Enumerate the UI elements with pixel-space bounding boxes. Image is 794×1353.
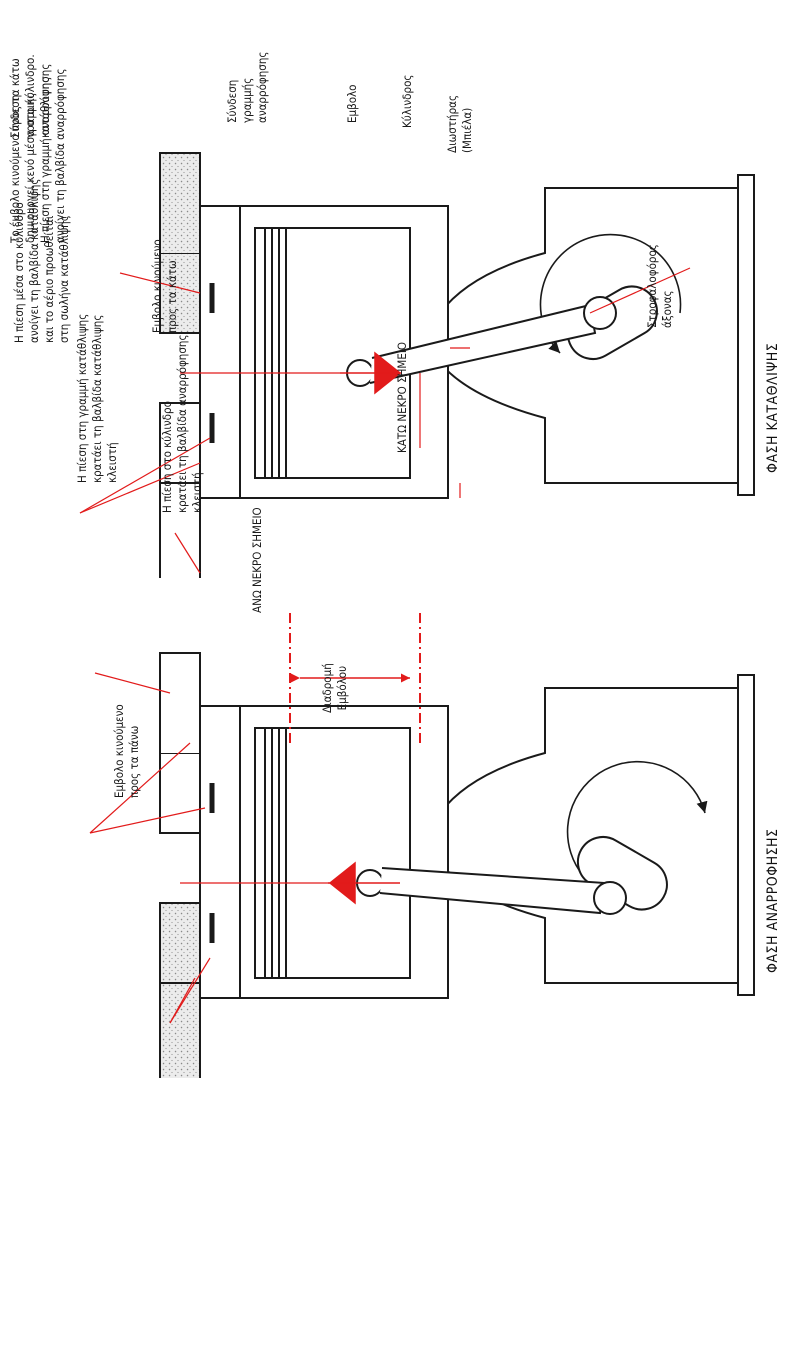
discharge-piston-motion-label: Εμβολο κινούμενο προς τα κάτω <box>150 239 180 333</box>
intake-pressure-holds-suction-note: Η πίεση στο κύλινδρο κρατάει τη βαλβίδα … <box>160 334 205 513</box>
intake-phase-title: ΦΑΣΗ ΑΝΑΡΡΟΦΗΣΗΣ <box>766 829 781 973</box>
discharge-phase-title: ΦΑΣΗ ΚΑΤΑΘΛΙΨΗΣ <box>766 343 781 473</box>
cylinder-head <box>200 706 240 998</box>
piston-descending-vacuum-note: Το έμβολο κινούμενο προς τα κάτω δημιουρ… <box>8 54 68 243</box>
suction-line-connection-label: Σύνδεση γραμμής αναρρόφησης <box>225 52 270 123</box>
suction-chamber <box>160 903 200 983</box>
piston-label: Εμβολο <box>345 85 360 124</box>
mounting-base <box>738 175 754 495</box>
crankshaft-label: Στροφαλοφόρος άξονας <box>645 244 675 328</box>
connecting-rod-label: Διωστήρας (Μπιέλα) <box>445 95 475 153</box>
crankcase <box>440 688 738 983</box>
cylinder-head <box>200 206 240 498</box>
bottom-dead-center-label: ΚΑΤΩ ΝΕΚΡΟ ΣΗΜΕΙΟ <box>395 342 410 453</box>
cylinder-label: Κύλινδρος <box>400 75 415 128</box>
line-pressure-holds-discharge-note: Η πίεση στη γραμμή κατάθλιψης κρατάει τη… <box>75 314 120 483</box>
top-dead-center-label: ΑΝΩ ΝΕΚΡΟ ΣΗΜΕΙΟ <box>250 507 265 613</box>
stroke-label: Διαδρομή Εμβόλου <box>320 663 350 713</box>
compressor-intake <box>160 653 754 1078</box>
mounting-base <box>738 675 754 995</box>
intake-piston-motion-label: Εμβολο κινούμενο προς τα πάνω <box>112 704 142 798</box>
